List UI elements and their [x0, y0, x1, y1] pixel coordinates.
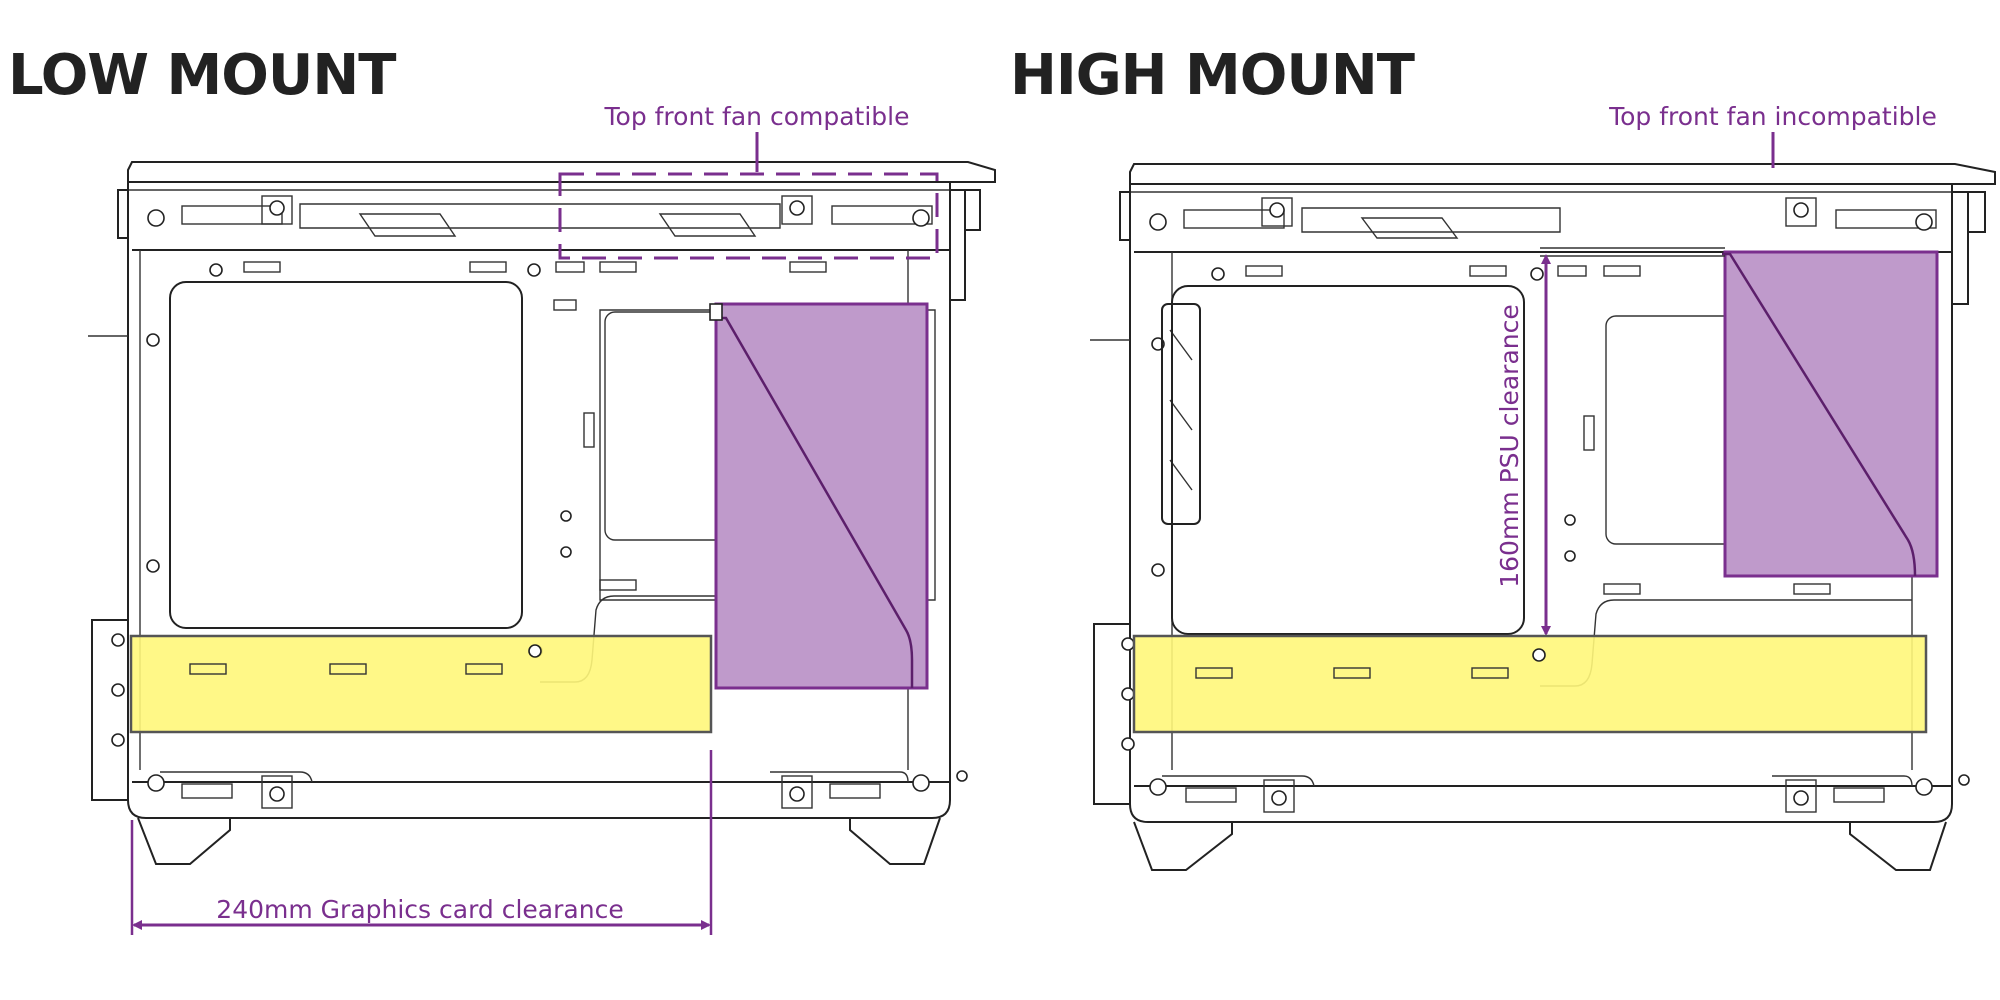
high-mount-panel: HIGH MOUNT: [1010, 43, 1996, 871]
high-mount-title: HIGH MOUNT: [1010, 43, 1415, 108]
low-graphics-card: [129, 634, 713, 734]
high-fan-note: Top front fan incompatible: [1608, 102, 1937, 131]
low-psu-cable: [714, 316, 914, 688]
low-top-fan-zone: [558, 172, 939, 260]
low-gpu-clearance-label: 240mm Graphics card clearance: [216, 895, 623, 924]
high-graphics-card: [1132, 634, 1928, 734]
high-psu-clearance-label: 160mm PSU clearance: [1495, 304, 1524, 588]
low-fan-note: Top front fan compatible: [604, 102, 910, 131]
low-psu: [714, 302, 929, 690]
high-psu-cable: [1722, 252, 1917, 577]
low-mount-panel: LOW MOUNT: [8, 43, 996, 935]
low-mount-title: LOW MOUNT: [8, 43, 396, 108]
